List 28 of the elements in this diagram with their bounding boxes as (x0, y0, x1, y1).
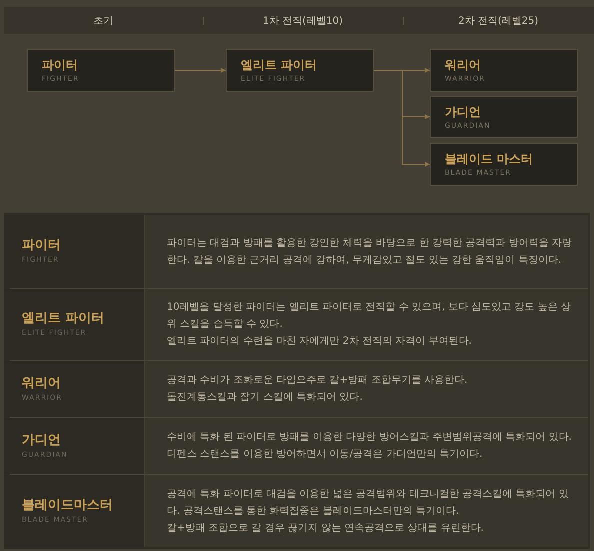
description-text: 칼+방패 조합으로 갈 경우 끊기지 않는 연속공격으로 상대를 유린한다. (167, 522, 485, 536)
class-name: 가디언 (22, 432, 61, 448)
class-name: 블레이드마스터 (22, 498, 113, 514)
arrow (174, 68, 226, 73)
class-name: 가디언 (445, 105, 481, 120)
class-name: 엘리트 파이터 (241, 58, 318, 73)
class-name: 파이터 (42, 58, 78, 73)
class-box (27, 49, 175, 92)
class-box (430, 143, 578, 186)
description-text: 공격과 수비가 조화로운 타입으주로 칼+방패 조합무기를 사용한다. (167, 374, 469, 388)
description-text: 10레벨을 달성한 파이터는 엘리트 파이터로 전직할 수 있으며, 보다 심도있고 강도 높은 상위 스킬을 습득할 수 있다. (167, 301, 572, 332)
class-name: 워리어 (22, 376, 61, 392)
description-text: 엘리트 파이터의 수련을 마친 자에게만 2차 전직의 자격이 부여된다. (167, 335, 473, 349)
class-name: 파이터 (22, 238, 61, 254)
class-box (430, 96, 578, 138)
class-name: 엘리트 파이터 (22, 311, 105, 327)
class-box (226, 49, 374, 92)
description-text: 공격에 특화 파이터로 대검을 이용한 넓은 공격범위와 테크니컬한 공격스킬에 특화되어 있다. 공격스탠스를 통한 화력집중은 블레이드마스터만의 특기이다. (167, 488, 570, 518)
class-box (430, 49, 578, 92)
arrow (374, 70, 430, 167)
column-heading: 1차 전직(레벨10) (262, 14, 344, 28)
column-heading: 초기 (94, 14, 114, 28)
column-heading: 2차 전직(레벨25) (458, 14, 539, 28)
class-name: 워리어 (445, 58, 481, 73)
description-text: 수비에 특화 된 파이터로 방패를 이용한 다양한 방어스킬과 주변범위공격에 특화되어 있다. 디펜스 스탠스를 이용한 방어하면서 이동/공격은 가디언만의 특기이다. (167, 431, 573, 462)
description-text: 돌진계통스킬과 잡기 스킬에 특화되어 있다. (167, 391, 364, 405)
class-name: 블레이드 마스터 (445, 152, 534, 167)
description-text: 파이터는 대검과 방패를 활용한 강인한 체력을 바탕으로 한 강력한 공격력과 방어력을 자랑한다. 칼을 이용한 근거리 공격에 강하여, 무게감있고 절도 있는 강한 움직임이 특징이다. (167, 236, 573, 268)
